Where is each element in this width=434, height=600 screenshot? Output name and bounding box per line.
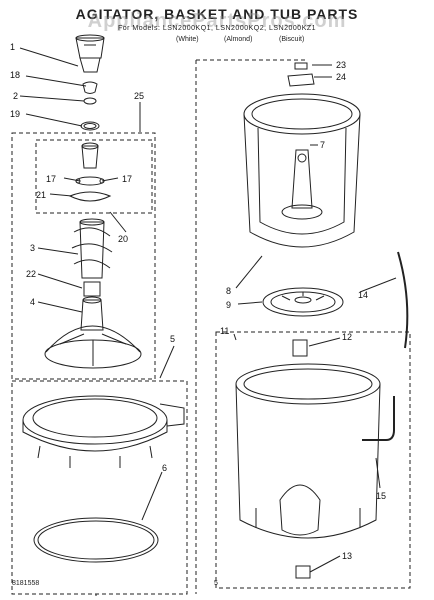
drive-coupling: [292, 339, 308, 357]
callout-19: 19: [10, 109, 20, 119]
callout-5: 5: [170, 334, 175, 344]
callout-3: 3: [30, 243, 35, 253]
group-box-25: [11, 132, 156, 380]
snap-ring-inner: [37, 520, 155, 560]
small-washer: [83, 97, 97, 105]
callout-22: 22: [26, 269, 36, 279]
callout-1: 1: [10, 42, 15, 52]
color-almond-label: (Almond): [224, 36, 253, 43]
o-ring-inner: [83, 123, 97, 129]
group-box-11: [215, 331, 411, 589]
group-box-5: [11, 380, 188, 595]
color-white-label: (White): [176, 36, 199, 43]
callout-21: 21: [36, 190, 46, 200]
agitator-cap: [75, 34, 105, 73]
auger-bushing: [83, 281, 101, 297]
callout-11: 11: [220, 326, 229, 336]
outer-tub: [235, 363, 381, 539]
part-code: 8181558: [12, 580, 40, 587]
leader-lines: [19, 47, 397, 573]
snap-ring: [33, 517, 159, 563]
agitator-cam-assembly: [68, 142, 112, 202]
callout-4: 4: [30, 297, 35, 307]
callout-18: 18: [10, 70, 20, 80]
page-number: 5: [214, 580, 218, 587]
callout-23: 23: [336, 60, 346, 70]
callout-24: 24: [336, 72, 346, 82]
assembly-leader-line: [95, 59, 305, 596]
callout-13: 13: [342, 551, 352, 561]
agitator-auger: [71, 218, 113, 279]
balance-ring: [262, 287, 344, 317]
nut-retainer: [287, 73, 315, 87]
watermark: AppliancePartsPros.com: [87, 10, 347, 32]
agitator-base: [44, 296, 142, 369]
callout-12: 12: [342, 332, 352, 342]
callout-9: 9: [226, 300, 231, 310]
callout-25: 25: [134, 91, 144, 101]
cap-seal: [82, 81, 98, 94]
tub-ring: [22, 395, 185, 468]
drain-hose: [362, 396, 395, 441]
group-box-20: [35, 139, 153, 214]
callout-2: 2: [13, 91, 18, 101]
callout-8: 8: [226, 286, 231, 296]
model-list: For Models: LSN2000KQ1, LSN2000KQ2, LSN2…: [117, 25, 317, 32]
callout-14: 14: [358, 290, 368, 300]
wash-basket: [243, 93, 361, 248]
fill-hose: [397, 251, 409, 349]
callout-7: 7: [320, 140, 325, 150]
color-biscuit-label: (Biscuit): [279, 36, 305, 43]
diagram-title: AGITATOR, BASKET AND TUB PARTS: [75, 6, 359, 22]
callout-6: 6: [162, 463, 167, 473]
callout-17-right: 17: [122, 174, 132, 184]
callout-15: 15: [376, 491, 386, 501]
callout-17-left: 17: [46, 174, 56, 184]
basket-nut: [294, 62, 308, 70]
callout-20: 20: [118, 234, 128, 244]
tub-seal: [295, 565, 311, 579]
